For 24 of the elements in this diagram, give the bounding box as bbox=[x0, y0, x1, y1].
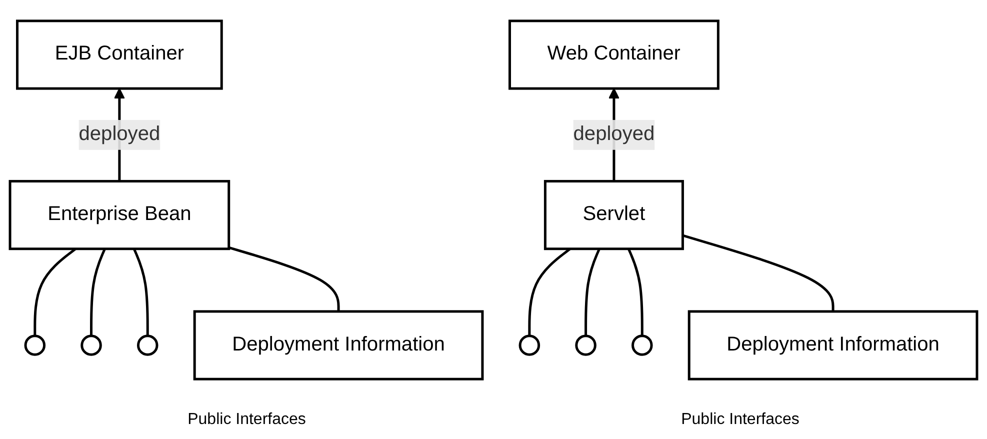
connector bbox=[528, 248, 571, 336]
node-box: Servlet bbox=[544, 180, 684, 250]
connector bbox=[34, 248, 76, 336]
connector bbox=[228, 246, 340, 312]
connector bbox=[584, 248, 600, 336]
node-circle bbox=[632, 334, 653, 356]
edge-label: deployed bbox=[78, 124, 160, 145]
node-box: Deployment Information bbox=[193, 310, 484, 380]
note-text: Public Interfaces bbox=[188, 410, 306, 428]
node-circle bbox=[80, 334, 102, 356]
node-circle bbox=[518, 334, 540, 356]
node-box: EJB Container bbox=[16, 20, 223, 90]
connector bbox=[132, 248, 149, 336]
edge-label: deployed bbox=[573, 124, 655, 145]
connector bbox=[90, 248, 106, 336]
node-circle bbox=[575, 334, 596, 356]
node-box: Web Container bbox=[508, 20, 720, 90]
node-circle bbox=[136, 334, 158, 356]
node-box: Enterprise Bean bbox=[8, 180, 230, 250]
connector bbox=[682, 234, 834, 312]
note-text: Public Interfaces bbox=[681, 410, 800, 428]
connector bbox=[627, 248, 644, 336]
node-circle bbox=[24, 334, 46, 356]
node-box: Deployment Information bbox=[688, 310, 978, 380]
